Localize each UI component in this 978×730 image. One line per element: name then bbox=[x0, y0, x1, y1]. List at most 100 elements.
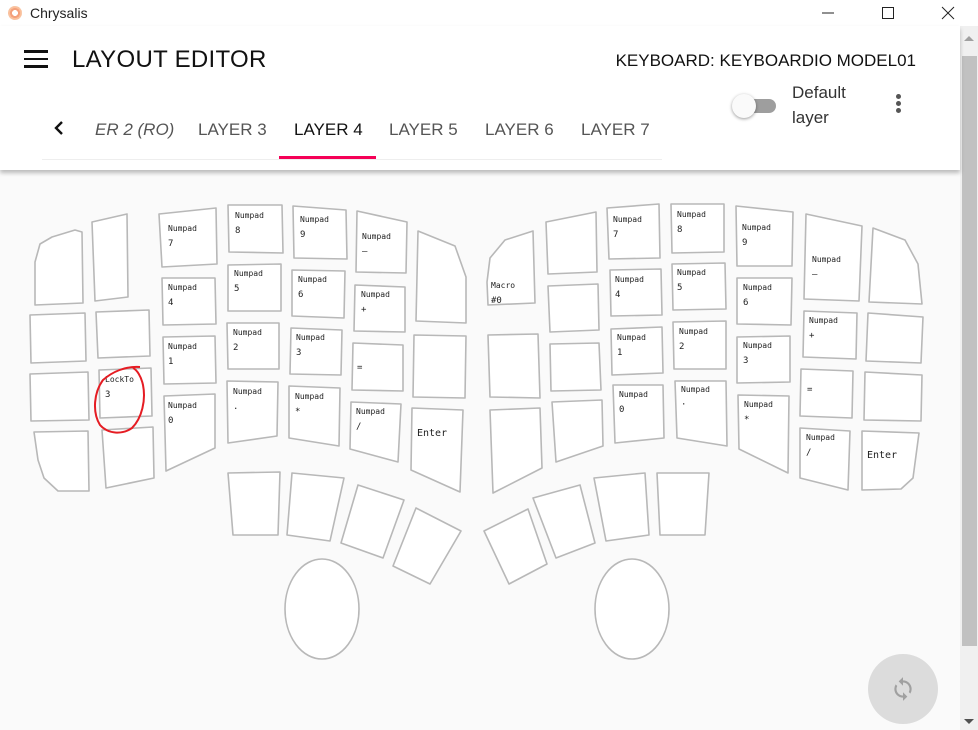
key-right-7[interactable] bbox=[547, 283, 600, 333]
key-right-5[interactable]: Numpad– bbox=[803, 213, 863, 302]
key-left-27[interactable] bbox=[227, 471, 281, 536]
key-right-25[interactable]: Numpad/ bbox=[799, 427, 851, 491]
key-left-14[interactable] bbox=[29, 371, 90, 422]
tabs-scroll-left-button[interactable] bbox=[52, 118, 72, 138]
palm-key-left[interactable] bbox=[284, 558, 360, 660]
scroll-up-arrow-icon[interactable] bbox=[964, 36, 974, 41]
key-right-29[interactable] bbox=[593, 472, 650, 542]
scrollbar-thumb[interactable] bbox=[962, 56, 977, 646]
default-layer-toggle[interactable] bbox=[732, 94, 776, 118]
key-shape bbox=[735, 205, 794, 267]
key-shape bbox=[392, 507, 462, 585]
key-left-5[interactable]: Numpad– bbox=[355, 210, 408, 274]
key-label-top: Numpad bbox=[619, 390, 648, 399]
key-right-20[interactable] bbox=[489, 407, 543, 494]
key-right-1[interactable] bbox=[545, 211, 598, 275]
key-left-25[interactable]: Numpad* bbox=[288, 385, 341, 447]
key-shape bbox=[863, 371, 923, 422]
tab-layer-3[interactable]: LAYER 3 bbox=[198, 120, 267, 139]
scroll-down-arrow-icon[interactable] bbox=[964, 719, 974, 724]
key-left-28[interactable] bbox=[286, 472, 345, 542]
key-left-8[interactable] bbox=[95, 309, 151, 359]
key-label-main: / bbox=[806, 448, 811, 458]
minimize-button[interactable] bbox=[798, 0, 858, 26]
key-left-29[interactable] bbox=[340, 484, 405, 559]
key-label-main: Enter bbox=[867, 450, 897, 461]
key-right-26[interactable]: Enter bbox=[861, 430, 920, 491]
key-label-top: Numpad bbox=[356, 407, 385, 416]
key-right-14[interactable] bbox=[549, 342, 602, 392]
key-shape bbox=[415, 230, 467, 324]
key-label-main: #0 bbox=[491, 296, 502, 306]
key-label-main: + bbox=[809, 331, 815, 341]
key-right-19[interactable] bbox=[863, 371, 923, 422]
key-right-27[interactable] bbox=[483, 508, 548, 585]
palm-key-right[interactable] bbox=[594, 558, 670, 660]
tab-layer-2[interactable]: ER 2 (RO) bbox=[95, 120, 175, 139]
hamburger-menu-icon[interactable] bbox=[24, 50, 48, 68]
tab-layer-7[interactable]: LAYER 7 bbox=[581, 120, 650, 139]
chevron-left-icon bbox=[54, 121, 63, 135]
key-shape bbox=[672, 320, 727, 370]
key-right-24[interactable]: Numpad* bbox=[737, 394, 790, 474]
key-left-7[interactable] bbox=[29, 312, 87, 364]
key-right-6[interactable] bbox=[868, 227, 923, 305]
key-label-main: 9 bbox=[300, 230, 305, 240]
key-left-12[interactable]: Numpad+ bbox=[353, 284, 406, 333]
key-right-18[interactable]: = bbox=[799, 368, 854, 419]
tab-layer-5[interactable]: LAYER 5 bbox=[389, 120, 458, 139]
key-left-1[interactable] bbox=[91, 213, 129, 302]
key-left-13[interactable] bbox=[412, 334, 467, 399]
key-left-21[interactable] bbox=[33, 430, 90, 492]
key-label-top: Numpad bbox=[361, 290, 390, 299]
key-right-23[interactable]: Numpad· bbox=[674, 380, 728, 447]
key-right-30[interactable] bbox=[656, 472, 710, 536]
sync-button[interactable] bbox=[868, 654, 938, 724]
key-left-20[interactable]: Enter bbox=[410, 407, 464, 493]
key-left-24[interactable]: Numpad. bbox=[226, 380, 279, 444]
key-right-28[interactable] bbox=[532, 484, 596, 559]
key-left-26[interactable]: Numpad/ bbox=[349, 401, 402, 463]
vertical-scrollbar[interactable] bbox=[960, 26, 978, 730]
tab-layer-6[interactable]: LAYER 6 bbox=[485, 120, 554, 139]
key-left-0[interactable] bbox=[34, 229, 84, 306]
key-shape bbox=[799, 427, 851, 491]
key-left-30[interactable] bbox=[392, 507, 462, 585]
key-right-0[interactable]: Macro#0 bbox=[486, 230, 536, 306]
key-shape bbox=[227, 263, 282, 312]
tab-layer-4[interactable]: LAYER 4 bbox=[294, 120, 363, 139]
key-shape bbox=[670, 203, 725, 254]
key-right-13[interactable] bbox=[487, 333, 541, 399]
maximize-button[interactable] bbox=[858, 0, 918, 26]
key-right-21[interactable] bbox=[551, 399, 604, 463]
more-options-icon[interactable] bbox=[894, 94, 902, 116]
key-right-11[interactable]: Numpad+ bbox=[802, 310, 858, 360]
close-button[interactable] bbox=[918, 0, 978, 26]
key-left-19[interactable]: = bbox=[351, 342, 404, 392]
key-left-22[interactable] bbox=[101, 426, 155, 489]
keyboard-label: KEYBOARD: KEYBOARDIO MODEL01 bbox=[615, 51, 916, 70]
key-label-main: · bbox=[681, 400, 686, 410]
key-right-12[interactable] bbox=[865, 312, 924, 364]
key-left-6[interactable] bbox=[415, 230, 467, 324]
